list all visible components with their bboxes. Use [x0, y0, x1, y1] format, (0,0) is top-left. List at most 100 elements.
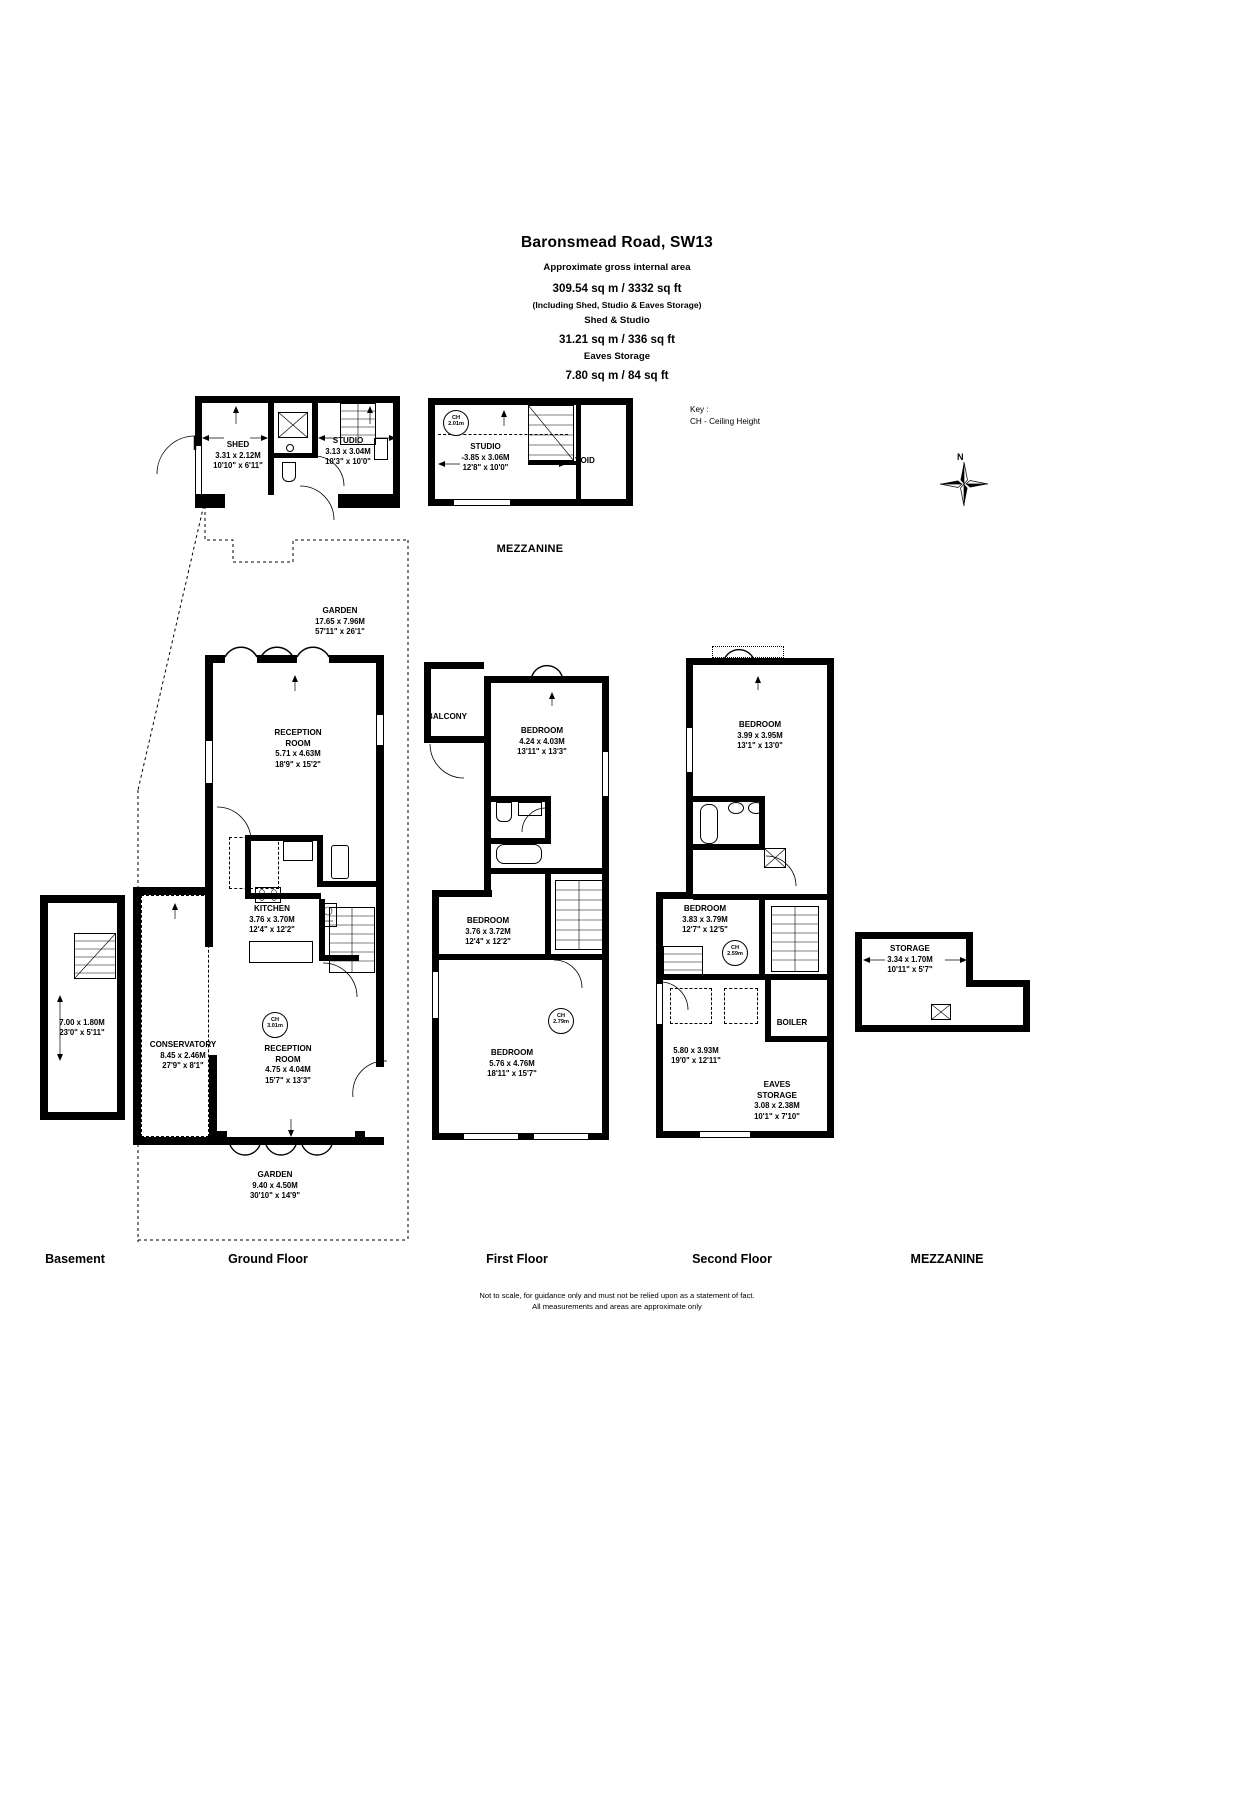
room-bedroom-second-1-name: BEDROOM: [738, 720, 782, 729]
shed-studio-label: Shed & Studio: [584, 315, 650, 326]
room-bedroom-first-1-metric: 4.24 x 4.03M: [519, 736, 565, 746]
room-garden-front-name: GARDEN: [257, 1170, 293, 1179]
room-conservatory-metric: 8.45 x 2.46M: [160, 1050, 206, 1060]
room-boiler-name: BOILER: [776, 1018, 808, 1027]
room-studio-outbuilding: STUDIO 3.13 x 3.04M 10'3" x 10'0": [288, 436, 408, 467]
ch-label-first: CH: [556, 1013, 566, 1019]
room-basement: 7.00 x 1.80M 23'0" x 5'11": [22, 1018, 142, 1039]
room-bedroom-first-3: BEDROOM 5.76 x 4.76M 18'11" x 15'7": [452, 1048, 572, 1079]
room-garden-front: GARDEN 9.40 x 4.50M 30'10" x 14'9": [200, 1170, 350, 1201]
room-reception-2-name-line1: RECEPTION: [264, 1044, 312, 1053]
floor-label-basement: Basement: [45, 1252, 105, 1266]
room-storage-mezzanine-name: STORAGE: [890, 944, 930, 953]
key-title: Key :: [690, 405, 709, 414]
compass-north-label: N: [957, 452, 964, 462]
room-eaves-storage-imperial: 10'1" x 7'10": [754, 1111, 800, 1121]
room-basement-metric: 7.00 x 1.80M: [59, 1018, 105, 1027]
kitchen-island: [229, 837, 279, 889]
total-area-value: 309.54 sq m / 3332 sq ft: [552, 282, 682, 295]
room-reception-2: RECEPTION ROOM 4.75 x 4.04M 15'7" x 13'3…: [228, 1044, 348, 1086]
room-bedroom-first-2-imperial: 12'4" x 12'2": [465, 936, 511, 946]
ch-value-mezz-top: 2.01m: [448, 420, 464, 427]
room-eaves-storage-metric: 3.08 x 2.38M: [754, 1101, 800, 1111]
room-shed-imperial: 10'10" x 6'11": [213, 460, 263, 470]
room-eaves-storage-name-line1: EAVES: [763, 1080, 791, 1089]
room-garden-rear-metric: 17.65 x 7.96M: [315, 616, 365, 626]
conservatory-outline: [141, 895, 209, 1137]
room-reception-2-metric: 4.75 x 4.04M: [265, 1065, 311, 1075]
ch-label-second: CH: [730, 945, 740, 951]
room-storage-mezzanine-metric: 3.34 x 1.70M: [887, 954, 933, 964]
ceiling-height-first: CH 2.79m: [548, 1008, 574, 1034]
room-kitchen-imperial: 12'4" x 12'2": [249, 924, 295, 934]
room-reception-1-name-line2: ROOM: [285, 738, 311, 748]
room-bedroom-first-3-imperial: 18'11" x 15'7": [487, 1068, 537, 1078]
ch-label-mezz-top: CH: [451, 415, 461, 421]
footer-disclaimer: Not to scale, for guidance only and must…: [0, 1290, 1234, 1313]
room-balcony-name: BALCONY: [426, 712, 468, 721]
room-reception-1-name-line1: RECEPTION: [274, 728, 322, 737]
room-storage-mezzanine-imperial: 10'11" x 5'7": [887, 964, 933, 974]
ch-value-ground: 3.01m: [267, 1022, 283, 1029]
mezzanine-right-plan: [855, 932, 1030, 1032]
room-bedroom-first-2: BEDROOM 3.76 x 3.72M 12'4" x 12'2": [428, 916, 548, 947]
room-reception-1-imperial: 18'9" x 15'2": [275, 759, 321, 769]
room-bedroom-first-1: BEDROOM 4.24 x 4.03M 13'11" x 13'3": [482, 726, 602, 757]
room-reception-2-name-line2: ROOM: [275, 1054, 301, 1064]
outbuilding-plan: [156, 396, 405, 521]
room-garden-rear-name: GARDEN: [322, 606, 358, 615]
room-void: VOID: [545, 456, 625, 467]
room-bedroom-second-2-name: BEDROOM: [683, 904, 727, 913]
page-title: Baronsmead Road, SW13: [521, 234, 713, 251]
room-balcony: BALCONY: [412, 712, 482, 723]
second-floor-plan: [634, 646, 834, 1138]
ground-floor-plan: [133, 646, 418, 1156]
room-bedroom-second-3: 5.80 x 3.93M 19'0" x 12'11": [636, 1046, 756, 1067]
room-conservatory-name: CONSERVATORY: [149, 1040, 217, 1049]
room-bedroom-first-3-name: BEDROOM: [490, 1048, 534, 1057]
ch-value-first: 2.79m: [553, 1018, 569, 1025]
room-bedroom-second-3-metric: 5.80 x 3.93M: [673, 1046, 719, 1055]
room-bedroom-first-1-name: BEDROOM: [520, 726, 564, 735]
room-bedroom-second-2-imperial: 12'7" x 12'5": [682, 924, 728, 934]
room-conservatory-imperial: 27'9" x 8'1": [162, 1060, 204, 1070]
first-floor-plan: [424, 662, 616, 1140]
key-legend: Key : CH - Ceiling Height: [690, 404, 760, 428]
room-boiler: BOILER: [752, 1018, 832, 1029]
ceiling-height-ground: CH 3.01m: [262, 1012, 288, 1038]
room-basement-imperial: 23'0" x 5'11": [59, 1028, 105, 1038]
room-shed: SHED 3.31 x 2.12M 10'10" x 6'11": [178, 440, 298, 471]
room-garden-front-imperial: 30'10" x 14'9": [249, 1190, 301, 1200]
mezzanine-top-plan: [428, 398, 633, 508]
room-bedroom-second-2: BEDROOM 3.83 x 3.79M 12'7" x 12'5": [645, 904, 765, 935]
room-eaves-storage: EAVES STORAGE 3.08 x 2.38M 10'1" x 7'10": [722, 1080, 832, 1122]
room-storage-mezzanine: STORAGE 3.34 x 1.70M 10'11" x 5'7": [840, 944, 980, 975]
eaves-storage-area-value: 7.80 sq m / 84 sq ft: [565, 369, 669, 382]
room-eaves-storage-name-line2: STORAGE: [757, 1090, 797, 1100]
room-bedroom-second-1: BEDROOM 3.99 x 3.95M 13'1" x 13'0": [700, 720, 820, 751]
room-bedroom-first-2-metric: 3.76 x 3.72M: [465, 926, 511, 936]
room-studio-outbuilding-metric: 3.13 x 3.04M: [325, 446, 371, 456]
room-studio-outbuilding-name: STUDIO: [332, 436, 364, 445]
room-shed-metric: 3.31 x 2.12M: [215, 450, 261, 460]
room-studio-mezzanine-name: STUDIO: [470, 442, 501, 451]
approx-area-label: Approximate gross internal area: [543, 262, 691, 273]
floor-label-mezzanine-right: MEZZANINE: [910, 1252, 984, 1266]
room-garden-front-metric: 9.40 x 4.50M: [252, 1180, 298, 1190]
room-kitchen: KITCHEN 3.76 x 3.70M 12'4" x 12'2": [212, 904, 332, 935]
room-bedroom-first-1-imperial: 13'11" x 13'3": [517, 746, 567, 756]
room-studio-mezzanine: STUDIO -3.85 x 3.06M 12'8" x 10'0": [428, 442, 543, 473]
basement-plan: [40, 895, 125, 1120]
key-ceiling-height: CH - Ceiling Height: [690, 416, 761, 426]
floor-label-first: First Floor: [486, 1252, 548, 1266]
footer-line-2: All measurements and areas are approxima…: [532, 1302, 702, 1312]
shed-studio-area-value: 31.21 sq m / 336 sq ft: [559, 333, 675, 346]
floor-label-ground: Ground Floor: [228, 1252, 308, 1266]
ceiling-height-second: CH 2.59m: [722, 940, 748, 966]
room-shed-name: SHED: [226, 440, 250, 449]
room-garden-rear-imperial: 57'11" x 26'1": [315, 626, 365, 636]
room-studio-mezzanine-metric: -3.85 x 3.06M: [461, 452, 510, 462]
room-reception-1-metric: 5.71 x 4.63M: [275, 749, 321, 759]
mezzanine-top-label: MEZZANINE: [496, 543, 564, 555]
